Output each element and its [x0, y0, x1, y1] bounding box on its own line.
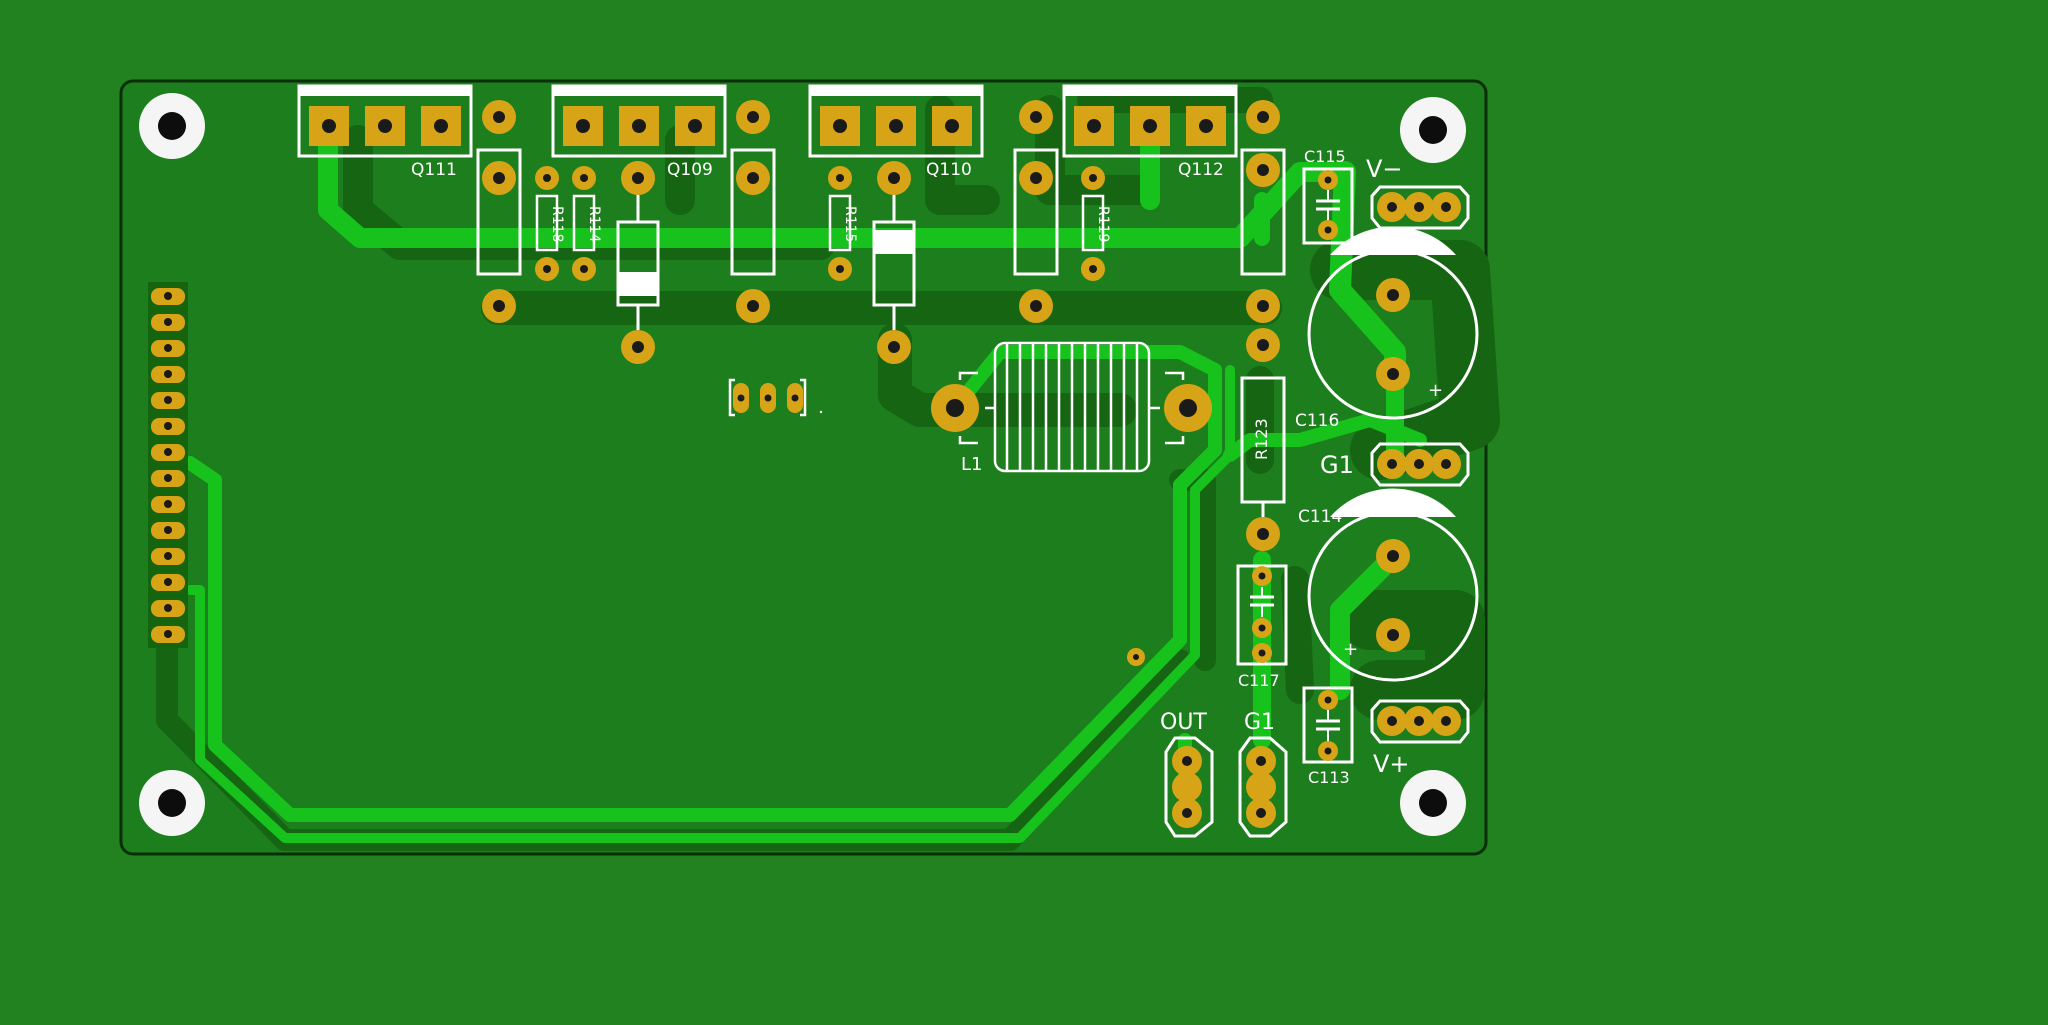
- resistor-r119: R119: [1081, 166, 1111, 281]
- resistor-pads-large: [482, 100, 1280, 362]
- capacitor-c116: + C116: [1295, 226, 1479, 431]
- label-q110: Q110: [926, 160, 972, 180]
- label-l1: L1: [961, 454, 982, 475]
- transistor-q111: Q111: [297, 84, 473, 180]
- diode-right: [872, 161, 916, 364]
- label-c117: C117: [1238, 671, 1280, 690]
- label-q109: Q109: [667, 160, 713, 180]
- connector-out: OUT: [1160, 710, 1214, 838]
- label-q112: Q112: [1178, 160, 1224, 180]
- label-c114: C114: [1298, 507, 1342, 527]
- label-g1-bottom: G1: [1244, 710, 1275, 735]
- label-c113: C113: [1308, 768, 1350, 787]
- terminal-v-plus: V+: [1370, 699, 1470, 778]
- connector-g1-bottom: G1: [1238, 710, 1288, 838]
- mounting-holes: [139, 93, 1466, 836]
- diode-left: [616, 161, 660, 364]
- resistor-r118: R118: [535, 166, 565, 281]
- label-r118: R118: [549, 206, 565, 242]
- terminal-v-minus: V−: [1366, 155, 1470, 230]
- edge-connector-header: [148, 282, 188, 648]
- label-out: OUT: [1160, 710, 1207, 735]
- resistor-r123: R123: [1240, 376, 1286, 551]
- label-v-plus: V+: [1373, 750, 1410, 778]
- inductor-l1: L1: [931, 341, 1212, 475]
- label-c114-plus: +: [1343, 639, 1358, 660]
- capacitor-c113: C113: [1302, 686, 1354, 787]
- label-g1-mid: G1: [1320, 451, 1354, 479]
- label-c115: C115: [1304, 147, 1346, 166]
- resistors-large: [476, 148, 1286, 276]
- small-3pin-component: [728, 378, 823, 417]
- transistor-q112: Q112: [1062, 84, 1238, 180]
- capacitor-c117: C117: [1236, 564, 1288, 690]
- via: [1127, 648, 1145, 666]
- label-q111: Q111: [411, 160, 457, 180]
- label-c116: C116: [1295, 411, 1339, 431]
- terminal-g1-mid: G1: [1320, 442, 1470, 487]
- capacitor-c115: C115: [1302, 147, 1354, 245]
- label-c116-plus: +: [1428, 380, 1443, 401]
- transistor-q109: Q109: [551, 84, 727, 180]
- resistor-r115: R115: [828, 166, 858, 281]
- label-r119: R119: [1095, 206, 1111, 242]
- label-r114: R114: [586, 206, 602, 243]
- transistor-q110: Q110: [808, 84, 984, 180]
- label-r115: R115: [842, 206, 858, 242]
- resistor-r114: R114: [572, 166, 602, 281]
- label-v-minus: V−: [1366, 155, 1403, 183]
- capacitor-c114: + C114: [1298, 488, 1479, 682]
- label-r123: R123: [1252, 418, 1271, 460]
- board-outline: [119, 79, 1488, 856]
